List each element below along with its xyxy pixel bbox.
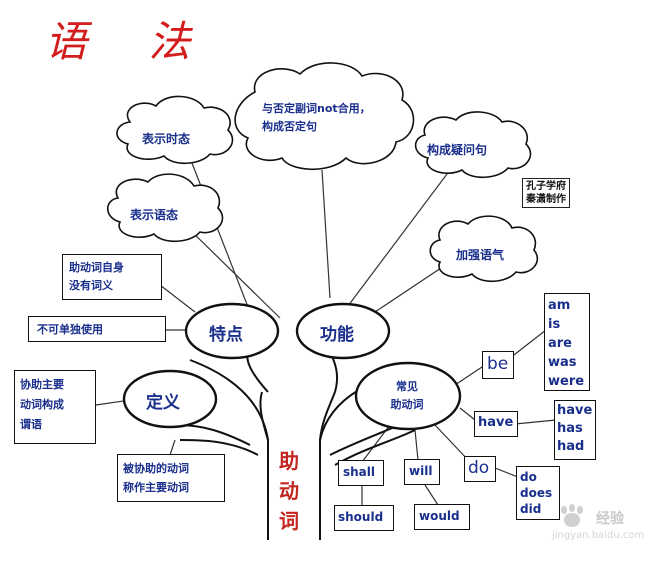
verb-be: be	[487, 354, 509, 374]
box-line: 谓语	[20, 418, 42, 431]
verb-do: do	[468, 458, 490, 478]
box-assist-text: 协助主要 动词构成 谓语	[20, 375, 64, 435]
paw-logo-icon	[561, 504, 583, 527]
box-not-alone: 不可单独使用	[28, 316, 166, 342]
cloud-negation-label: 与否定副词not合用， 构成否定句	[262, 100, 371, 136]
cloud-question-label: 构成疑问句	[427, 143, 488, 157]
box-no-meaning: 助动词自身 没有词义	[62, 254, 162, 300]
verb-will: will	[409, 464, 433, 478]
verb-form: is	[548, 317, 561, 332]
have-forms: have has had	[557, 402, 592, 456]
cloud-tense	[116, 95, 234, 165]
definition-ellipse	[122, 369, 218, 429]
features-ellipse	[184, 302, 280, 360]
common-ellipse	[354, 361, 462, 431]
verb-have: have	[478, 415, 514, 430]
verb-box-do-forms: do does did	[516, 466, 560, 520]
box-main-verb: 被协助的动词 称作主要动词	[117, 454, 225, 502]
verb-shall: shall	[343, 465, 376, 479]
be-forms: am is are was were	[548, 296, 584, 391]
functions-label: 功能	[320, 325, 354, 345]
common-label: 常见 助动词	[382, 378, 432, 414]
cloud-voice-label: 表示语态	[130, 208, 179, 222]
verb-form: did	[520, 502, 542, 516]
cloud-negation-line: 构成否定句	[262, 120, 317, 133]
cloud-emphasis-label: 加强语气	[456, 248, 505, 262]
box-not-alone-text: 不可单独使用	[37, 323, 103, 336]
stamp-line: 秦潇制作	[526, 194, 566, 205]
verb-form: do	[520, 470, 537, 484]
trunk-char: 助	[279, 449, 299, 473]
verb-would: would	[419, 509, 460, 523]
cloud-emphasis	[429, 215, 539, 283]
verb-form: are	[548, 336, 573, 351]
connector-lines	[95, 157, 557, 506]
do-forms: do does did	[520, 469, 552, 517]
verb-box-have: have	[474, 411, 518, 437]
box-line: 没有词义	[69, 279, 113, 292]
verb-box-should: should	[334, 505, 394, 531]
verb-box-be: be	[482, 351, 514, 379]
verb-form: has	[557, 421, 583, 436]
common-line: 助动词	[390, 398, 424, 411]
cloud-shapes	[106, 62, 539, 283]
verb-box-shall: shall	[338, 460, 384, 486]
box-no-meaning-text: 助动词自身 没有词义	[69, 259, 124, 295]
verb-should: should	[338, 510, 384, 524]
verb-box-do: do	[464, 456, 496, 482]
box-line: 被协助的动词	[123, 462, 189, 475]
verb-box-be-forms: am is are was were	[544, 293, 590, 391]
stamp-line: 孔子学府	[526, 181, 566, 192]
box-line: 称作主要动词	[123, 481, 189, 494]
box-main-verb-text: 被协助的动词 称作主要动词	[123, 459, 189, 497]
trunk-char: 动	[279, 479, 299, 503]
cloud-negation-line: 与否定副词not合用，	[262, 102, 371, 115]
cloud-voice	[106, 173, 224, 243]
center-ellipses	[122, 302, 462, 431]
cloud-question	[414, 111, 532, 179]
trunk-char: 词	[279, 509, 299, 533]
verb-form: have	[557, 403, 593, 418]
cloud-negation	[234, 62, 415, 170]
verb-box-will: will	[404, 459, 440, 485]
box-assist: 协助主要 动词构成 谓语	[14, 370, 96, 444]
verb-form: were	[548, 374, 585, 389]
verb-form: was	[548, 355, 577, 370]
cloud-tense-label: 表示时态	[142, 132, 191, 146]
verb-form: am	[548, 298, 571, 313]
watermark-url: jingyan.baidu.com	[552, 530, 645, 541]
box-line: 动词构成	[20, 398, 64, 411]
verb-form: does	[520, 486, 553, 500]
verb-form: had	[557, 439, 585, 454]
box-line: 助动词自身	[69, 261, 124, 274]
common-line: 常见	[396, 380, 418, 393]
watermark-brand: 经验	[596, 511, 624, 527]
box-line: 协助主要	[20, 378, 64, 391]
verb-box-have-forms: have has had	[554, 400, 596, 460]
features-label: 特点	[209, 325, 243, 345]
definition-label: 定义	[146, 393, 180, 413]
page-title: 语 法	[45, 17, 215, 66]
functions-ellipse	[295, 302, 391, 360]
verb-box-would: would	[414, 504, 470, 530]
author-stamp: 孔子学府秦潇制作	[522, 178, 570, 208]
trunk-label: 助 动 词	[276, 446, 302, 536]
